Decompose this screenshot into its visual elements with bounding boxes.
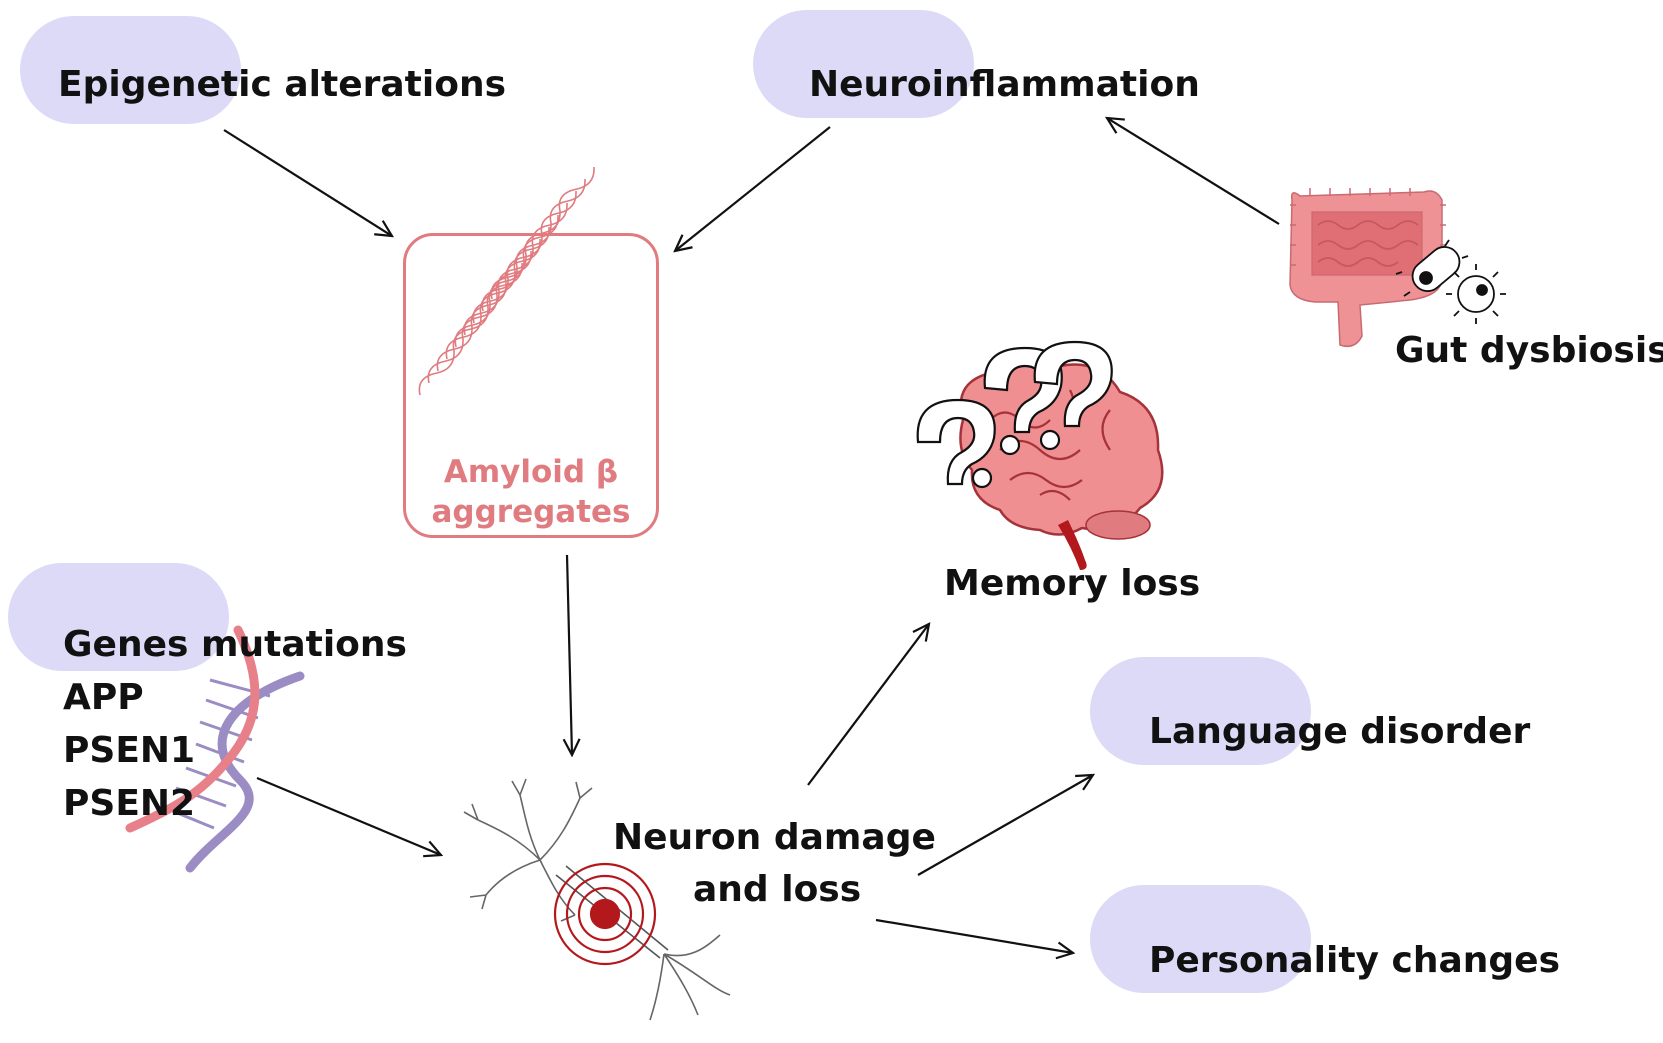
fibril-strand (472, 190, 577, 324)
neuron-damage-label-line1: Neuron damage (613, 817, 936, 858)
neuron-damage-label-line2: and loss (693, 869, 862, 910)
gene-item-app: APP (63, 677, 144, 718)
arrow-neuron-to-personality (875, 918, 1073, 953)
personality-changes-label: Personality changes (1149, 940, 1561, 981)
bacteria-icon (1395, 239, 1506, 324)
arrow-neuron-to-memory (807, 624, 929, 786)
arrow-amyloid-to-neuron (567, 554, 572, 755)
neuron-icon (463, 778, 731, 1021)
neuroinflammation-label: Neuroinflammation (809, 64, 1200, 105)
memory-loss-label: Memory loss (944, 563, 1201, 604)
language-pill (1090, 657, 1311, 765)
arrow-neuroinflammation-to-amyloid (675, 126, 831, 251)
genes-mutations-label: Genes mutations (63, 624, 407, 665)
gene-item-psen2: PSEN2 (63, 783, 196, 824)
question-mark-icon (916, 340, 1113, 489)
fibril-strand (454, 214, 559, 348)
gene-item-psen1: PSEN1 (63, 730, 196, 771)
fibril-strand (445, 226, 550, 360)
target-icon (553, 862, 657, 966)
fibril-strand (490, 166, 595, 300)
fibril-strand (427, 250, 532, 384)
arrow-genes-to-neuron (256, 776, 441, 855)
language-disorder-label: Language disorder (1149, 711, 1531, 752)
arrow-neuron-to-language (917, 775, 1093, 876)
amyloid-fibril-icon (418, 166, 595, 396)
arrow-gut-to-neuroinflammation (1107, 118, 1280, 225)
gut-dysbiosis-label: Gut dysbiosis (1395, 330, 1663, 371)
amyloid-label-line1: Amyloid β (443, 454, 619, 490)
epigenetic-label: Epigenetic alterations (58, 64, 506, 105)
brain-icon (959, 357, 1164, 570)
genes-pill (8, 563, 229, 671)
amyloid-label-line2: aggregates (431, 494, 631, 530)
fibril-strand (481, 178, 586, 312)
fibril-strand (463, 202, 568, 336)
dna-helix-icon (125, 625, 305, 873)
amyloid-box (403, 233, 659, 538)
fibril-strand (436, 238, 541, 372)
neuroinflammation-pill (753, 10, 974, 118)
fibril-strand (418, 262, 523, 396)
arrow-epigenetic-to-amyloid (223, 129, 392, 236)
personality-pill (1090, 885, 1311, 993)
epigenetic-pill (20, 16, 241, 124)
intestine-icon (1289, 188, 1446, 348)
